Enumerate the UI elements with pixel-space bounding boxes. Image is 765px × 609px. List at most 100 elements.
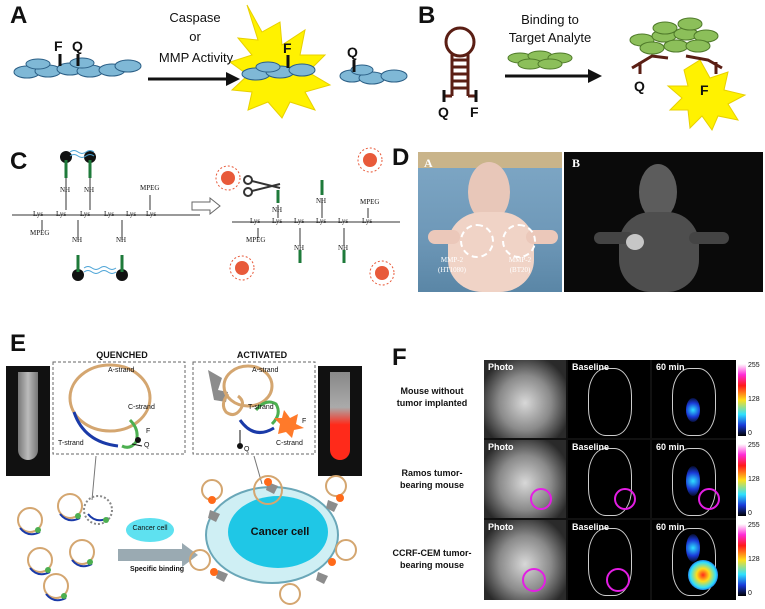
e-activated-title: ACTIVATED (236, 350, 288, 360)
f-col-60min: 60 min (656, 442, 685, 452)
panel-letter-c: C (10, 148, 28, 175)
b-f-label-after: F (700, 82, 709, 98)
e-quenched-title: QUENCHED (96, 350, 148, 360)
d-circle1-l2: (HT1080) (438, 266, 466, 274)
e-cancer-cell-small: Cancer cell (132, 525, 168, 532)
e-f-2: F (302, 418, 307, 425)
f-baseline-r2 (568, 440, 650, 518)
d-sub-a: A (424, 156, 433, 170)
d-circle2-l2: (BT20) (509, 266, 531, 274)
f-row3-label-2: bearing mouse (399, 560, 464, 570)
f-col-baseline: Baseline (572, 522, 610, 532)
c-lys: Lys (146, 210, 157, 218)
e-t-strand: T-strand (58, 440, 84, 447)
c-label-right: NH (294, 244, 305, 252)
f-col-baseline: Baseline (572, 442, 610, 452)
peptide-chain-left (13, 57, 142, 79)
c-label-right: MPEG (246, 236, 266, 244)
f-photo-r3 (484, 520, 566, 600)
e-q: Q (144, 442, 150, 449)
f-col-photo: Photo (488, 362, 514, 372)
f-60min-r1 (652, 360, 736, 438)
panel-letter-d: D (392, 144, 410, 171)
scale-max: 255 (748, 442, 760, 449)
color-scale-r1 (738, 364, 746, 436)
scale-max: 255 (748, 522, 760, 529)
panel-letter-e: E (10, 330, 27, 357)
c-label-right: NH (272, 206, 283, 214)
c-lys-right: Lys (338, 217, 349, 225)
tube-quenched (6, 366, 50, 476)
scale-min: 0 (748, 510, 752, 517)
f-60min-r2 (652, 440, 736, 518)
c-lys: Lys (56, 210, 67, 218)
f-photo-r2 (484, 440, 566, 518)
c-lys: Lys (33, 210, 44, 218)
color-scale-r2 (738, 444, 746, 516)
c-lys-right: Lys (362, 217, 373, 225)
f-row1-label-1: Mouse without (400, 386, 464, 396)
b-f-label: F (470, 104, 479, 120)
e-f: F (146, 428, 151, 435)
e-specific-binding: Specific binding (129, 566, 185, 573)
a-f-label-after: F (283, 40, 292, 56)
a-arrow-label-2: or (189, 29, 201, 44)
f-photo-r1 (484, 360, 566, 438)
b-arrow-label-2: Target Analyte (508, 30, 592, 45)
f-row2-label-1: Ramos tumor- (401, 468, 463, 478)
e-c-strand: C-strand (128, 404, 155, 411)
b-arrow-label-1: Binding to (521, 12, 579, 27)
c-label: NH (72, 236, 83, 244)
mouse-photo-a (418, 152, 562, 292)
a-f-label: F (54, 38, 63, 54)
c-label: NH (60, 186, 71, 194)
fluorescence-flare-b (666, 59, 747, 132)
f-60min-r3 (652, 520, 736, 600)
b-q-label-after: Q (634, 78, 645, 94)
scale-mid: 128 (748, 396, 760, 403)
c-label: MPEG (140, 184, 160, 192)
peptide-fragment-2 (339, 64, 408, 85)
f-row3-label-1: CCRF-CEM tumor- (392, 548, 472, 558)
c-label-right: NH (338, 244, 349, 252)
color-scale-r3 (738, 524, 746, 596)
tube-activated (318, 366, 362, 476)
peptide-fragment-1 (241, 61, 316, 81)
c-lys: Lys (126, 210, 137, 218)
a-q-label: Q (72, 38, 83, 54)
c-lys-right: Lys (250, 217, 261, 225)
e-c-strand-2: C-strand (276, 440, 303, 447)
c-lys-right: Lys (316, 217, 327, 225)
scale-mid: 128 (748, 556, 760, 563)
c-lys: Lys (80, 210, 91, 218)
c-lys: Lys (104, 210, 115, 218)
f-image-grid (484, 360, 736, 600)
e-cancer-cell-big: Cancer cell (250, 526, 310, 538)
scale-min: 0 (748, 430, 752, 437)
f-col-photo: Photo (488, 522, 514, 532)
f-baseline-r1 (568, 360, 650, 438)
e-a-strand-2: A-strand (252, 367, 279, 374)
c-label: NH (84, 186, 95, 194)
fluorescence-flare-a (228, 4, 332, 119)
panel-letter-a: A (10, 2, 28, 29)
opened-probe (631, 54, 723, 74)
f-row1-label-2: tumor implanted (396, 398, 468, 408)
scale-max: 255 (748, 362, 760, 369)
a-q-label-after: Q (347, 44, 358, 60)
f-baseline-r3 (568, 520, 650, 600)
c-label: NH (116, 236, 127, 244)
a-arrow-label-3: MMP Activity (158, 50, 234, 65)
c-lys-right: Lys (294, 217, 305, 225)
panel-letter-b: B (418, 2, 436, 29)
d-sub-b: B (572, 156, 581, 170)
c-label-right: NH (316, 197, 327, 205)
f-row2-label-2: bearing mouse (399, 480, 464, 490)
b-q-label: Q (438, 104, 449, 120)
a-arrow-label-1: Caspase (169, 10, 221, 25)
panel-letter-f: F (392, 344, 407, 371)
c-label: MPEG (30, 229, 50, 237)
f-col-60min: 60 min (656, 522, 685, 532)
d-circle2-l1: MMP-2 (508, 256, 532, 264)
